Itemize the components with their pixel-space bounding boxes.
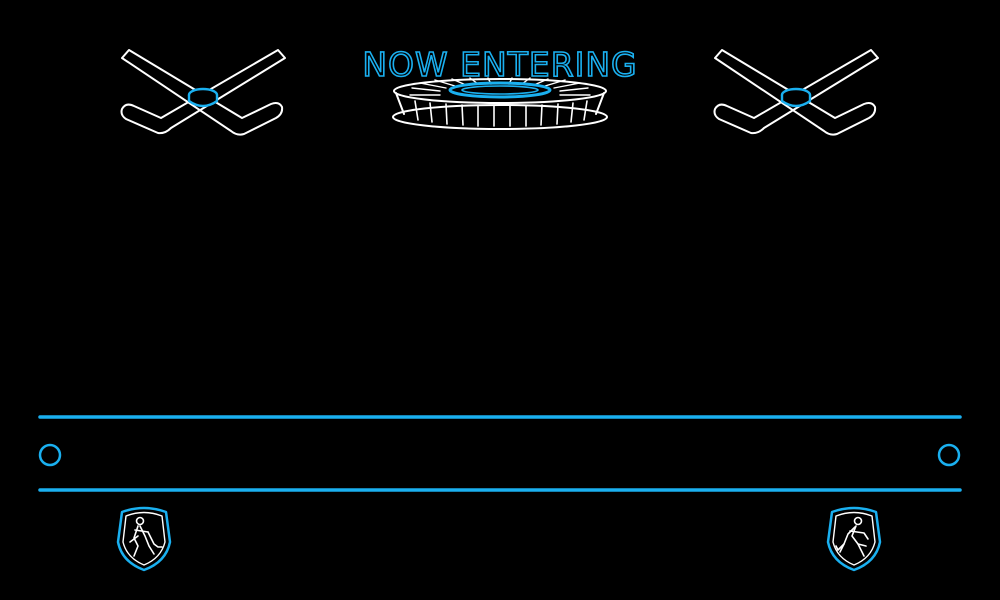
ring-bolt-icon xyxy=(38,443,62,467)
crossed-hockey-sticks-icon xyxy=(120,49,286,136)
hockey-player-shield-icon xyxy=(116,506,172,572)
hockey-player-shield-icon xyxy=(826,506,882,572)
ring-bolt-icon xyxy=(937,443,961,467)
crossed-hockey-sticks-icon xyxy=(713,49,879,136)
arena-stadium-icon xyxy=(392,77,608,130)
